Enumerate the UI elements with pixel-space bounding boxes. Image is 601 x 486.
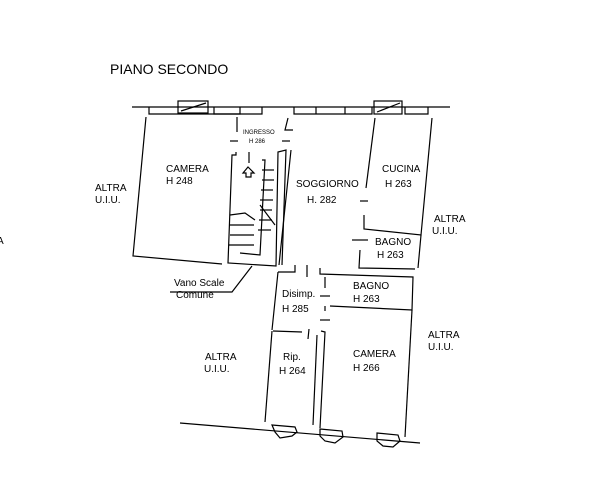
camera2-height: H 266 — [353, 363, 380, 374]
bagno1-height: H 263 — [377, 250, 404, 261]
camera1-height: H 248 — [166, 176, 193, 187]
cucina-height: H 263 — [385, 179, 412, 190]
camera1-name: CAMERA — [166, 164, 209, 175]
disimp-name: Disimp. — [282, 289, 315, 300]
bagno2-name: BAGNO — [353, 281, 389, 292]
other-unit-4-line1: ALTRA — [205, 352, 237, 363]
entry-arrow-icon — [241, 166, 256, 178]
plan-title: PIANO SECONDO — [110, 61, 228, 77]
other-unit-labels: ALTRA U.I.U. ALTRA U.I.U. ALTRA U.I.U. A… — [95, 183, 466, 375]
stair-label-line2: Comune — [176, 290, 214, 301]
disimp-height: H 285 — [282, 304, 309, 315]
other-unit-3-line2: U.I.U. — [428, 342, 454, 353]
edge-fragment: A — [0, 236, 4, 247]
other-unit-1-line1: ALTRA — [95, 183, 127, 194]
other-unit-2-line1: ALTRA — [434, 214, 466, 225]
walls — [132, 100, 450, 448]
other-unit-4-line2: U.I.U. — [204, 364, 230, 375]
rip-height: H 264 — [279, 366, 306, 377]
ingresso-height: H 286 — [249, 139, 266, 145]
stairs — [229, 169, 276, 246]
bagno1-name: BAGNO — [375, 237, 411, 248]
other-unit-1-line2: U.I.U. — [95, 195, 121, 206]
rip-name: Rip. — [283, 352, 301, 363]
other-unit-2-line2: U.I.U. — [432, 226, 458, 237]
soggiorno-height: H. 282 — [307, 195, 337, 206]
soggiorno-name: SOGGIORNO — [296, 179, 359, 190]
ingresso-name: INGRESSO — [243, 130, 275, 136]
bagno2-height: H 263 — [353, 294, 380, 305]
room-labels: INGRESSO H 286 CAMERA H 248 SOGGIORNO H.… — [166, 130, 421, 377]
cucina-name: CUCINA — [382, 164, 421, 175]
other-unit-3-line1: ALTRA — [428, 330, 460, 341]
camera2-name: CAMERA — [353, 349, 396, 360]
stair-label-line1: Vano Scale — [174, 278, 225, 289]
